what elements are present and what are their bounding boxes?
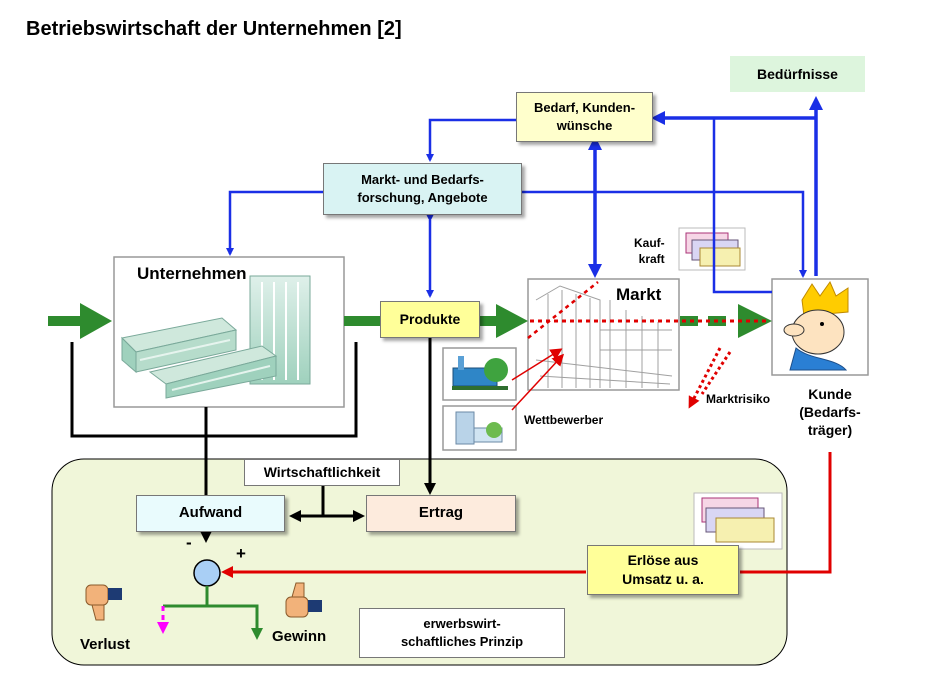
information-arrows xyxy=(226,96,823,298)
erloese-box: Erlöse aus Umsatz u. a. xyxy=(587,545,739,595)
bedarf-box: Bedarf, Kunden- wünsche xyxy=(516,92,653,142)
produkte-box: Produkte xyxy=(380,301,480,338)
revenue-arrow xyxy=(221,452,832,578)
market-risk-arrows xyxy=(527,281,770,409)
verlust-label: Verlust xyxy=(80,636,131,653)
ertrag-box: Ertrag xyxy=(366,495,516,532)
minus-sign: - xyxy=(186,533,192,552)
competitor-factory-icon xyxy=(442,347,517,401)
flow-arrow xyxy=(480,304,528,338)
result-node xyxy=(193,559,221,587)
result-branches xyxy=(157,586,263,640)
flow-arrow xyxy=(48,303,112,339)
plus-sign: + xyxy=(236,544,246,563)
marktrisiko-label: Marktrisiko xyxy=(706,392,771,406)
customer-crown-icon xyxy=(783,280,849,371)
unternehmen-label: Unternehmen xyxy=(137,264,247,283)
markt-box xyxy=(527,278,680,391)
thumbs-up-icon xyxy=(285,582,322,618)
wirtschaftlichkeit-box: Wirtschaftlichkeit xyxy=(244,459,400,486)
competitor-arrows xyxy=(511,348,565,411)
wettbewerber-label: Wettbewerber xyxy=(524,413,604,427)
factory-illustration-icon xyxy=(120,275,311,399)
flow-arrow xyxy=(344,316,380,326)
aufwand-box: Aufwand xyxy=(136,495,285,532)
page-title: Betriebswirtschaft der Unternehmen [2] xyxy=(26,18,402,40)
competitor-factory-icon xyxy=(442,405,517,451)
beduerfnisse-box: Bedürfnisse xyxy=(730,56,865,92)
marktforschung-box: Markt- und Bedarfs- forschung, Angebote xyxy=(323,163,522,215)
kaufkraft-label: Kauf- kraft xyxy=(634,236,665,266)
prinzip-box: erwerbswirt- schaftliches Prinzip xyxy=(359,608,565,658)
kunde-label: Kunde (Bedarfs- träger) xyxy=(799,386,861,439)
thumbs-down-icon xyxy=(85,584,122,621)
banknotes-icon xyxy=(678,227,746,271)
markt-label: Markt xyxy=(616,285,662,304)
banknotes-icon xyxy=(693,492,783,550)
gewinn-label: Gewinn xyxy=(272,628,327,645)
